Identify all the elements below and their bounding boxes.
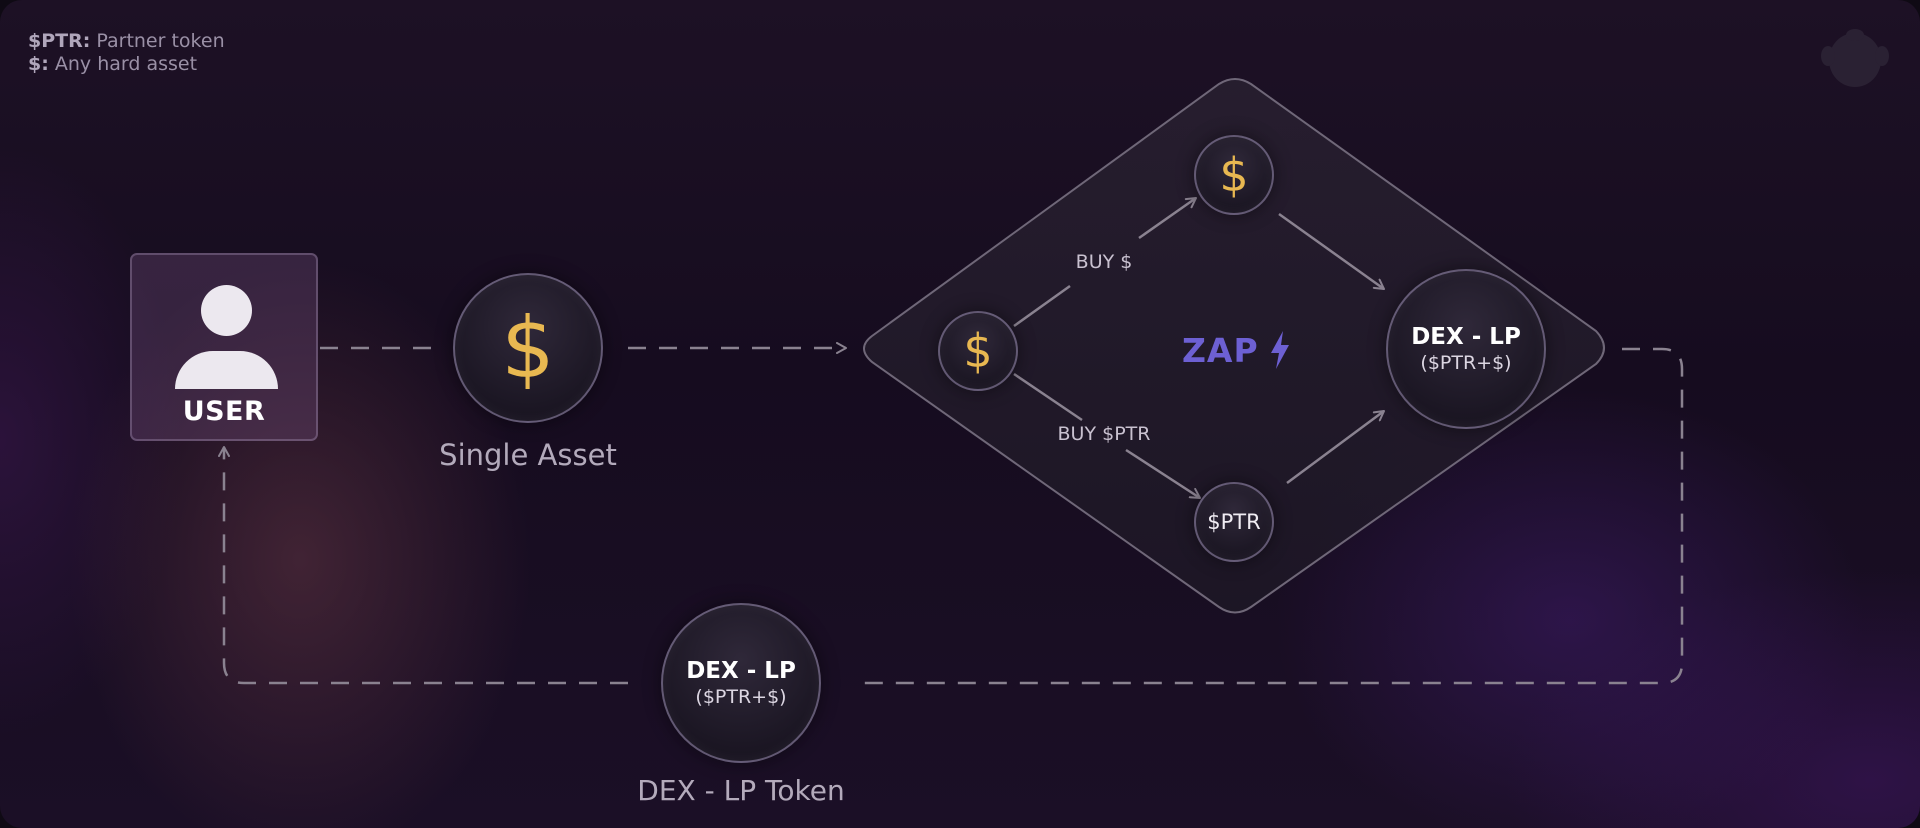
- dollar-symbol: $: [963, 324, 993, 378]
- lp-title: DEX - LP: [1411, 323, 1521, 350]
- legend-item-ptr: $PTR: Partner token: [28, 30, 225, 52]
- return-lp-token: DEX - LP ($PTR+$): [661, 603, 821, 763]
- flow-return-to-user: [218, 446, 628, 685]
- arrow-buy-bottom-b: [1125, 448, 1201, 500]
- zap-diamond: [863, 78, 1605, 614]
- lp-subtitle: ($PTR+$): [695, 685, 787, 708]
- user-icon: [201, 285, 252, 336]
- lp-token-caption: DEX - LP Token: [637, 774, 845, 807]
- single-asset-caption: Single Asset: [439, 438, 617, 472]
- buy-asset-label: BUY $: [1075, 251, 1133, 273]
- zap-ptr-coin: $PTR: [1194, 482, 1274, 562]
- lp-title: DEX - LP: [686, 657, 796, 684]
- arrow-buy-top-b: [1138, 196, 1197, 240]
- arrow-top-to-lp: [1278, 212, 1385, 291]
- legend: $PTR: Partner token $: Any hard asset: [28, 30, 225, 76]
- zap-output-lp: DEX - LP ($PTR+$): [1386, 269, 1546, 429]
- zap-label: ZAP: [1182, 330, 1259, 370]
- arrow-bottom-to-lp: [1286, 409, 1385, 485]
- lp-subtitle: ($PTR+$): [1420, 351, 1512, 374]
- zap-input-coin: $: [938, 311, 1018, 391]
- single-asset-coin: $: [453, 273, 603, 423]
- arrow-buy-top-a: [1013, 284, 1071, 328]
- arrow-buy-bottom-a: [1013, 372, 1083, 422]
- lightning-bolt-icon: [1270, 331, 1289, 369]
- user-label: USER: [182, 396, 266, 427]
- user-icon-body: [175, 351, 278, 389]
- buy-ptr-label: BUY $PTR: [1057, 423, 1151, 445]
- ptr-token-label: $PTR: [1207, 510, 1261, 534]
- zap-title: ZAP: [1182, 328, 1291, 372]
- user-node: USER: [130, 253, 318, 441]
- zap-top-coin: $: [1194, 135, 1274, 215]
- dollar-symbol: $: [1219, 148, 1249, 202]
- monkey-head-icon: [1821, 29, 1889, 87]
- flow-zap-to-return: [858, 347, 1684, 685]
- dollar-symbol: $: [501, 299, 555, 397]
- legend-item-asset: $: Any hard asset: [28, 53, 198, 75]
